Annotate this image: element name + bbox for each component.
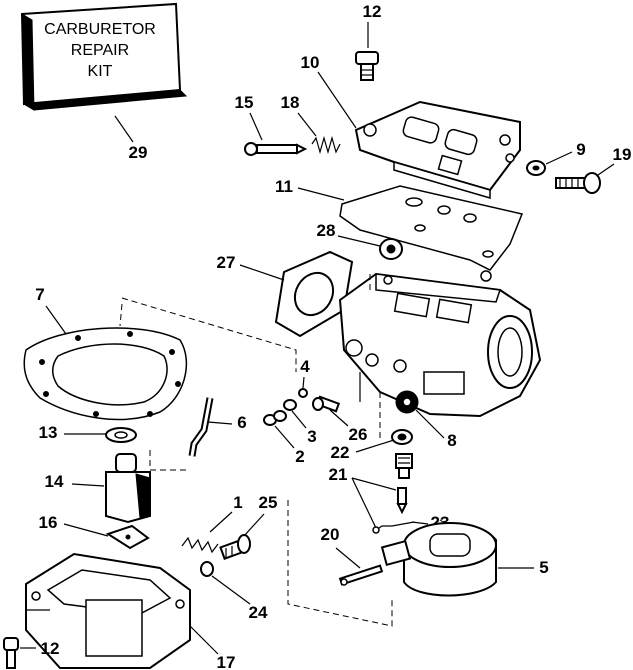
pin-20: [338, 564, 384, 586]
needle-seat-21: [395, 453, 413, 479]
callout-25: 25: [259, 493, 278, 512]
kit-label-line-1: CARBURETOR: [44, 21, 156, 38]
carburetor-top-cover: [354, 100, 521, 199]
callout-24: 24: [249, 603, 268, 622]
gasket-11: [339, 185, 524, 271]
kit-label-line-2: REPAIR: [71, 42, 129, 59]
clip-23: [372, 521, 415, 534]
screw-25: [219, 534, 251, 560]
washer-22: [391, 429, 413, 445]
part-2: [263, 410, 287, 426]
seal-28: [379, 238, 403, 260]
ball-4: [298, 388, 308, 398]
gasket-27: [274, 250, 354, 338]
callout-6: 6: [237, 413, 246, 432]
callout-26: 26: [349, 425, 368, 444]
callout-28: 28: [317, 221, 336, 240]
needle-26: [312, 395, 341, 413]
callout-1: 1: [233, 493, 242, 512]
screw-12-top: [355, 51, 379, 81]
callout-15: 15: [235, 93, 254, 112]
callout-17: 17: [217, 653, 236, 670]
callout-16: 16: [39, 513, 58, 532]
callout-19: 19: [613, 145, 632, 164]
needle-21: [396, 487, 408, 515]
washer-13: [105, 427, 137, 443]
spring-18: [311, 135, 341, 155]
carburetor-body: [338, 270, 542, 418]
float-5: [380, 522, 497, 597]
callout-29: 29: [129, 143, 148, 162]
float-14: [105, 453, 151, 524]
callout-8: 8: [447, 431, 456, 450]
gasket-7: [23, 327, 188, 421]
callout-4: 4: [300, 357, 310, 376]
float-bowl-17: [25, 552, 191, 669]
callout-9: 9: [576, 140, 585, 159]
callout-22: 22: [331, 443, 350, 462]
screw-12-bottom: [3, 637, 19, 669]
tube-6: [188, 397, 214, 457]
gasket-16: [105, 524, 150, 550]
callout-10: 10: [301, 53, 320, 72]
washer-24: [200, 561, 214, 577]
nozzle-8: [395, 390, 419, 414]
callout-14: 14: [45, 472, 64, 491]
callout-12-top: 12: [363, 2, 382, 21]
screw-19: [555, 172, 601, 194]
callout-27: 27: [217, 253, 236, 272]
screw-15: [244, 142, 308, 156]
callout-11: 11: [275, 177, 293, 196]
callout-7: 7: [35, 285, 44, 304]
callout-2: 2: [295, 447, 304, 466]
callout-13: 13: [39, 423, 58, 442]
alignment-lines: [119, 272, 447, 627]
spring-1: [181, 536, 219, 554]
callout-20: 20: [321, 525, 340, 544]
kit-label-line-3: KIT: [88, 63, 113, 80]
callout-12-bottom: 12: [41, 639, 60, 658]
callout-21: 21: [329, 465, 348, 484]
washer-9: [526, 160, 546, 176]
callout-5: 5: [539, 558, 548, 577]
part-3: [283, 399, 297, 411]
callout-18: 18: [281, 93, 300, 112]
callout-3: 3: [307, 427, 316, 446]
repair-kit-box: CARBURETOR REPAIR KIT: [20, 2, 188, 111]
